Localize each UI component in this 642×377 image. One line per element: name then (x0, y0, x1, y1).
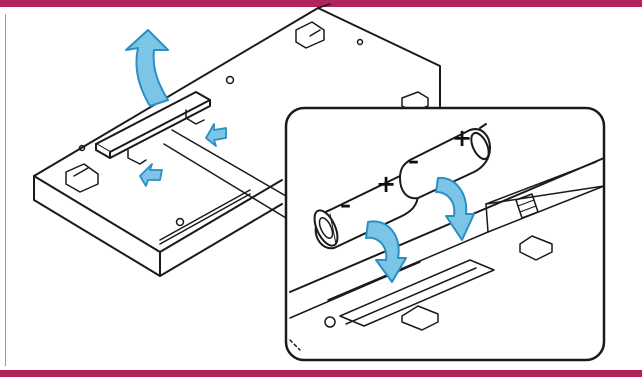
bottom-accent-bar (0, 370, 642, 377)
lift-arrow-icon (126, 30, 168, 106)
battery-negative-label: – (340, 193, 351, 218)
battery-positive-label: + (376, 170, 396, 198)
push-arrow-icon (140, 164, 162, 186)
battery-positive-label: + (452, 124, 472, 152)
battery-negative-label: – (408, 149, 419, 174)
push-arrow-icon (206, 124, 226, 146)
